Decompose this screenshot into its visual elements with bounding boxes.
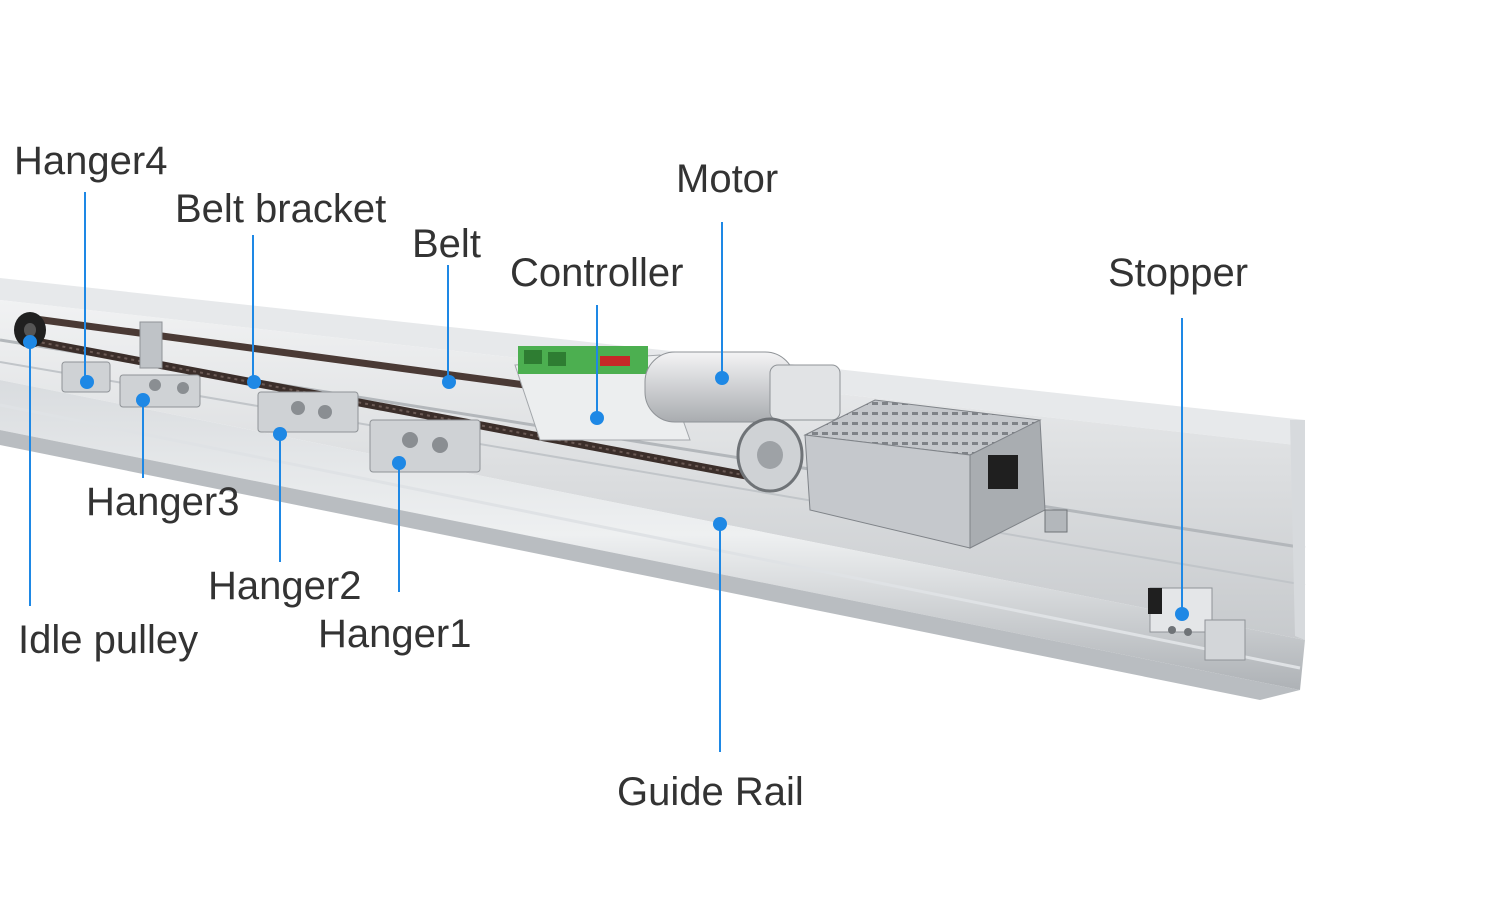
label-stopper: Stopper	[1108, 251, 1249, 295]
hanger3-roller-2	[177, 382, 189, 394]
motor-gearbox	[769, 364, 841, 421]
label-hanger4: Hanger4	[14, 139, 168, 183]
label-controller: Controller	[510, 251, 684, 295]
dot-belt	[442, 375, 456, 389]
psu-mount-bracket	[1044, 509, 1068, 533]
power-socket	[988, 455, 1018, 489]
label-belt: Belt	[412, 222, 481, 266]
hanger2-plate	[257, 391, 359, 433]
hanger4-belt-clip	[139, 321, 163, 369]
idle-pulley	[14, 312, 46, 348]
dot-belt-bracket	[247, 375, 261, 389]
idle-pulley-hub	[24, 323, 36, 337]
stopper-bolt-1	[1168, 626, 1176, 634]
label-hanger2: Hanger2	[208, 564, 362, 608]
rail-groove-lower	[0, 361, 1306, 586]
label-hanger1: Hanger1	[318, 612, 472, 656]
hanger2-assembly	[257, 391, 359, 433]
controller-component	[600, 356, 630, 366]
rail-highlight	[0, 403, 1301, 670]
label-idle-pulley: Idle pulley	[18, 618, 199, 662]
label-guide-rail: Guide Rail	[617, 770, 804, 814]
label-motor: Motor	[676, 157, 779, 201]
dot-motor	[715, 371, 729, 385]
hanger1-roller	[402, 432, 418, 448]
leader-lines	[29, 192, 1183, 752]
motor-unit	[644, 351, 841, 493]
hanger3-assembly	[119, 374, 201, 408]
hanger2-roller-2	[318, 405, 332, 419]
power-supply-box	[803, 399, 1068, 549]
dot-controller	[590, 411, 604, 425]
controller-terminal-2	[548, 352, 566, 366]
rail-bottom-edge	[0, 430, 1300, 700]
rail-front-face	[0, 380, 1305, 690]
controller-terminal-1	[524, 350, 542, 364]
dot-hanger3	[136, 393, 150, 407]
dot-hanger4	[80, 375, 94, 389]
label-belt-bracket: Belt bracket	[175, 187, 387, 231]
dot-idle-pulley	[23, 335, 37, 349]
dot-hanger1	[392, 456, 406, 470]
dot-guide-rail	[713, 517, 727, 531]
guide-rail	[0, 278, 1306, 700]
rail-end-face	[1290, 420, 1305, 640]
hanger1-assembly	[369, 419, 481, 473]
leader-dots	[23, 335, 1189, 621]
drive-pulley-hub	[757, 441, 783, 469]
stopper-end-clip	[1204, 619, 1246, 661]
dot-hanger2	[273, 427, 287, 441]
stopper-bolt-2	[1184, 628, 1192, 636]
hanger3-roller	[149, 379, 161, 391]
rail-back-wall	[0, 300, 1305, 640]
hanger1-plate	[369, 419, 481, 473]
label-hanger3: Hanger3	[86, 480, 240, 524]
hanger1-roller-2	[432, 437, 448, 453]
dot-stopper	[1175, 607, 1189, 621]
stopper-rubber	[1148, 588, 1162, 614]
hanger2-roller	[291, 401, 305, 415]
